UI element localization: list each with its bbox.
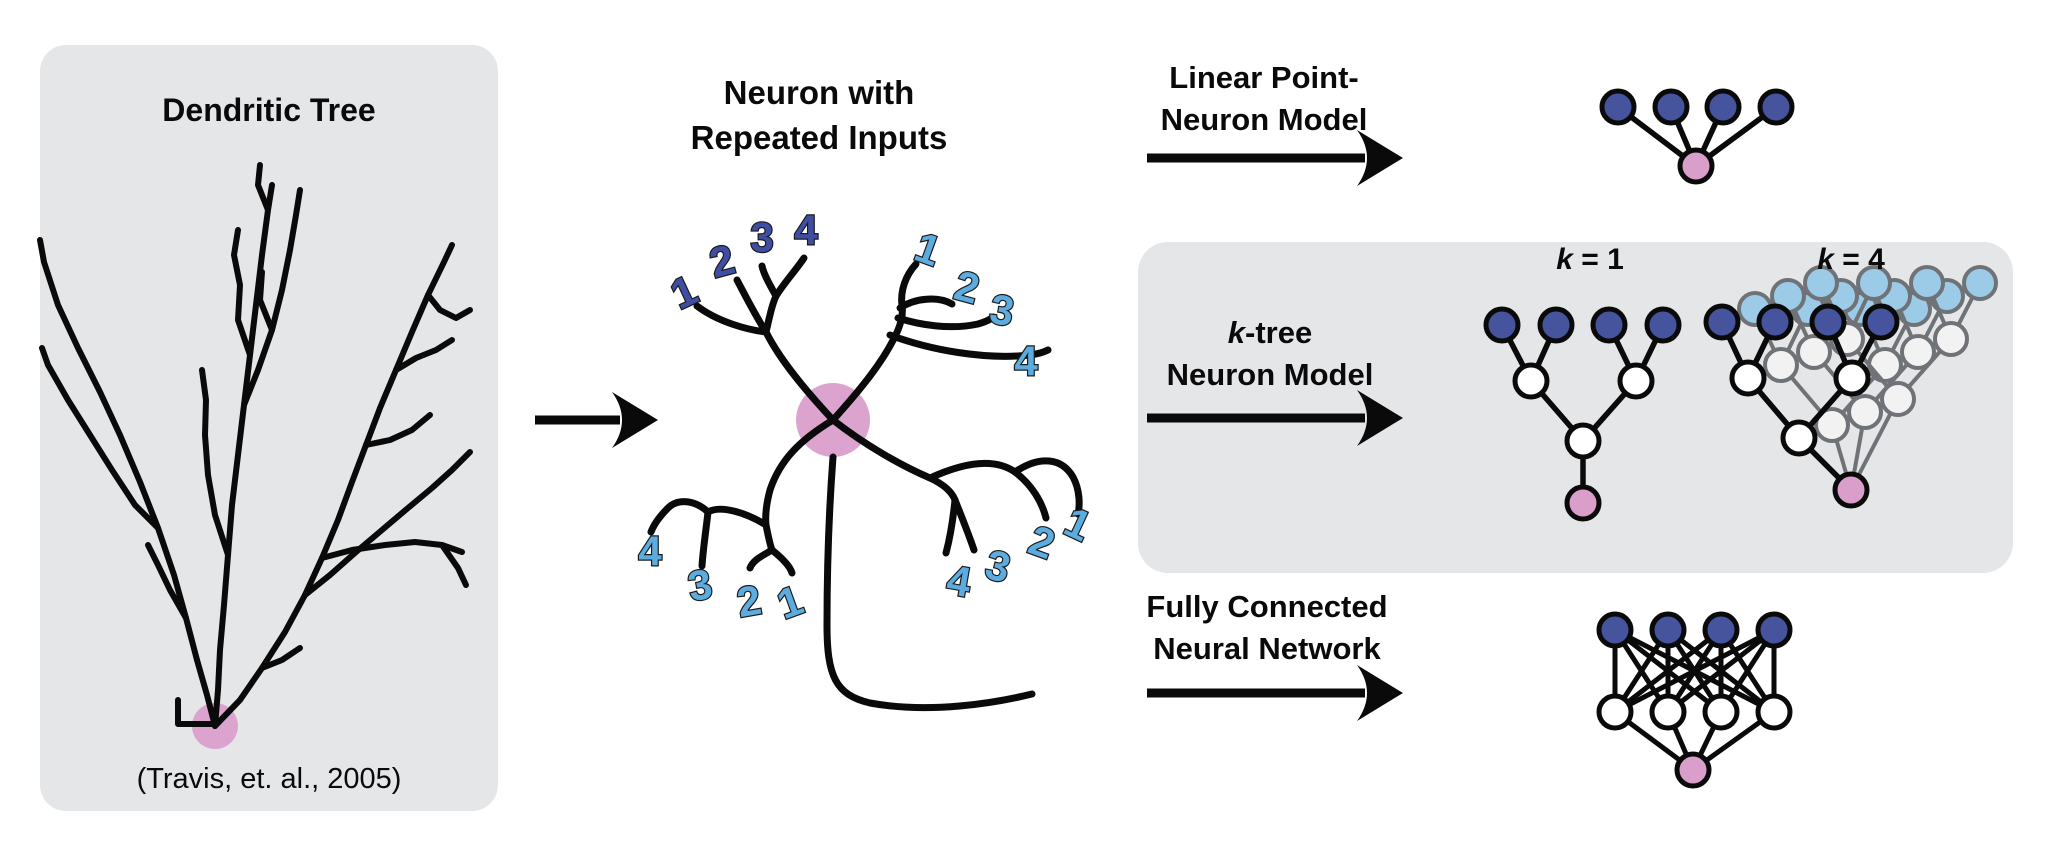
dendritic-tree-title: Dendritic Tree bbox=[162, 92, 376, 128]
linear-point-neuron-label: Linear Point- Neuron Model bbox=[1044, 57, 1484, 141]
fc-label-line2: Neural Network bbox=[1153, 631, 1381, 666]
linear-label-line1: Linear Point- bbox=[1169, 60, 1359, 95]
svg-text:1: 1 bbox=[909, 223, 947, 275]
svg-text:2: 2 bbox=[950, 261, 985, 312]
ktree-label-line1: k-tree bbox=[1227, 315, 1313, 350]
flow-arrows bbox=[535, 130, 1403, 721]
neuron-title: Neuron with Repeated Inputs bbox=[599, 70, 1039, 160]
k4-tree-diagram bbox=[1703, 265, 1998, 509]
svg-text:2: 2 bbox=[1023, 516, 1061, 568]
svg-text:4: 4 bbox=[638, 528, 662, 575]
neuron-title-line1: Neuron with bbox=[723, 74, 915, 111]
svg-text:3: 3 bbox=[750, 214, 773, 261]
k-equals-1-label: k = 1 bbox=[1556, 243, 1624, 276]
svg-text:3: 3 bbox=[986, 285, 1017, 335]
svg-text:2: 2 bbox=[705, 235, 740, 286]
citation-caption: (Travis, et. al., 2005) bbox=[136, 763, 402, 795]
svg-text:1: 1 bbox=[1057, 498, 1098, 550]
linear-label-line2: Neuron Model bbox=[1160, 102, 1368, 137]
ktree-label-line2: Neuron Model bbox=[1166, 357, 1374, 392]
k1-tree-diagram bbox=[1483, 306, 1682, 522]
svg-text:4: 4 bbox=[943, 556, 975, 606]
fully-connected-network-diagram bbox=[1596, 611, 1793, 789]
fc-label-line1: Fully Connected bbox=[1146, 589, 1388, 624]
svg-text:3: 3 bbox=[981, 540, 1016, 591]
svg-text:3: 3 bbox=[684, 560, 715, 610]
ktree-label: k-tree Neuron Model bbox=[1050, 312, 1490, 396]
svg-text:4: 4 bbox=[794, 207, 818, 254]
svg-text:2: 2 bbox=[733, 576, 764, 626]
dendritic-tree-drawing bbox=[37, 162, 473, 749]
svg-text:1: 1 bbox=[771, 576, 809, 628]
svg-text:1: 1 bbox=[663, 266, 704, 318]
linear-point-neuron-diagram bbox=[1599, 88, 1795, 185]
neuron-drawing bbox=[647, 254, 1083, 712]
fully-connected-label: Fully Connected Neural Network bbox=[1047, 586, 1487, 670]
svg-text:4: 4 bbox=[1014, 338, 1038, 385]
neuron-title-line2: Repeated Inputs bbox=[690, 119, 948, 156]
k-equals-4-label: k = 4 bbox=[1817, 243, 1885, 276]
